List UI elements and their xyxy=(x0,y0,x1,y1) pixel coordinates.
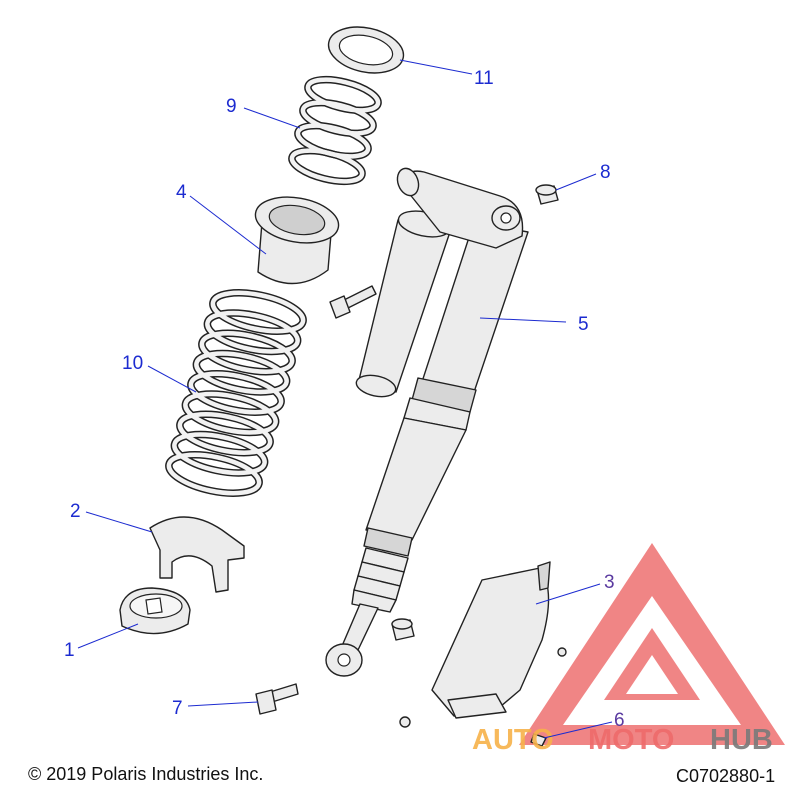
spring-coil xyxy=(166,452,262,496)
watermark-word-moto: MOTO xyxy=(588,724,674,756)
watermark-word-hub: HUB xyxy=(710,724,773,756)
leader-5 xyxy=(479,317,567,323)
spring-coil xyxy=(183,391,278,435)
leader-3 xyxy=(535,583,601,605)
callout-1: 1 xyxy=(64,640,75,661)
part-10-main-spring xyxy=(165,289,307,497)
part-3-shock-guard xyxy=(431,561,551,719)
part-8-bushing xyxy=(535,184,559,205)
callout-3: 3 xyxy=(604,572,615,593)
callout-9: 9 xyxy=(226,96,237,117)
spring-coil xyxy=(205,310,300,354)
spring-coil xyxy=(188,371,284,415)
spring-coil xyxy=(210,290,306,334)
leader-9 xyxy=(243,107,301,129)
spring-coil xyxy=(194,351,289,395)
lower-bushing xyxy=(391,618,415,641)
spring-coil xyxy=(199,331,295,374)
callout-10: 10 xyxy=(122,353,143,374)
leader-lines xyxy=(77,59,613,739)
leader-11 xyxy=(399,59,473,75)
watermark-word-auto: AUTO xyxy=(472,724,554,756)
callouts: 11 9 8 4 5 10 2 3 1 7 6 xyxy=(64,68,625,731)
leader-1 xyxy=(77,623,139,649)
watermark-logo xyxy=(519,543,785,745)
guard-rivet xyxy=(557,647,567,657)
spring-coil xyxy=(177,412,273,455)
leader-2 xyxy=(85,511,153,533)
leader-6 xyxy=(543,721,613,739)
part-7-lower-bolt xyxy=(255,683,299,715)
part-11-washer xyxy=(327,26,405,74)
leader-8 xyxy=(555,173,597,191)
part-5-shock-absorber xyxy=(325,167,529,677)
small-nut xyxy=(399,716,411,728)
upper-bolt xyxy=(329,285,377,319)
callout-8: 8 xyxy=(600,162,611,183)
callout-5: 5 xyxy=(578,314,589,335)
part-4-spring-sleeve xyxy=(254,196,340,285)
spring-coil xyxy=(172,432,267,476)
watermark-wordmark: AUTO MOTO HUB xyxy=(472,724,773,756)
leader-10 xyxy=(147,365,197,393)
callout-6: 6 xyxy=(614,710,625,731)
callout-11: 11 xyxy=(474,68,494,89)
leader-4 xyxy=(189,195,267,255)
leader-7 xyxy=(187,701,259,707)
callout-4: 4 xyxy=(176,182,187,203)
callout-7: 7 xyxy=(172,698,183,719)
figure-id: C0702880-1 xyxy=(676,766,776,786)
part-9-small-spring xyxy=(288,75,382,186)
callout-2: 2 xyxy=(70,501,81,522)
part-2-retainer-plate xyxy=(149,516,245,593)
copyright-text: © 2019 Polaris Industries Inc. xyxy=(28,764,264,784)
part-6-small-screw xyxy=(530,733,547,747)
part-1-lower-seat xyxy=(119,587,191,635)
watermark-triangle-hole xyxy=(626,655,678,694)
